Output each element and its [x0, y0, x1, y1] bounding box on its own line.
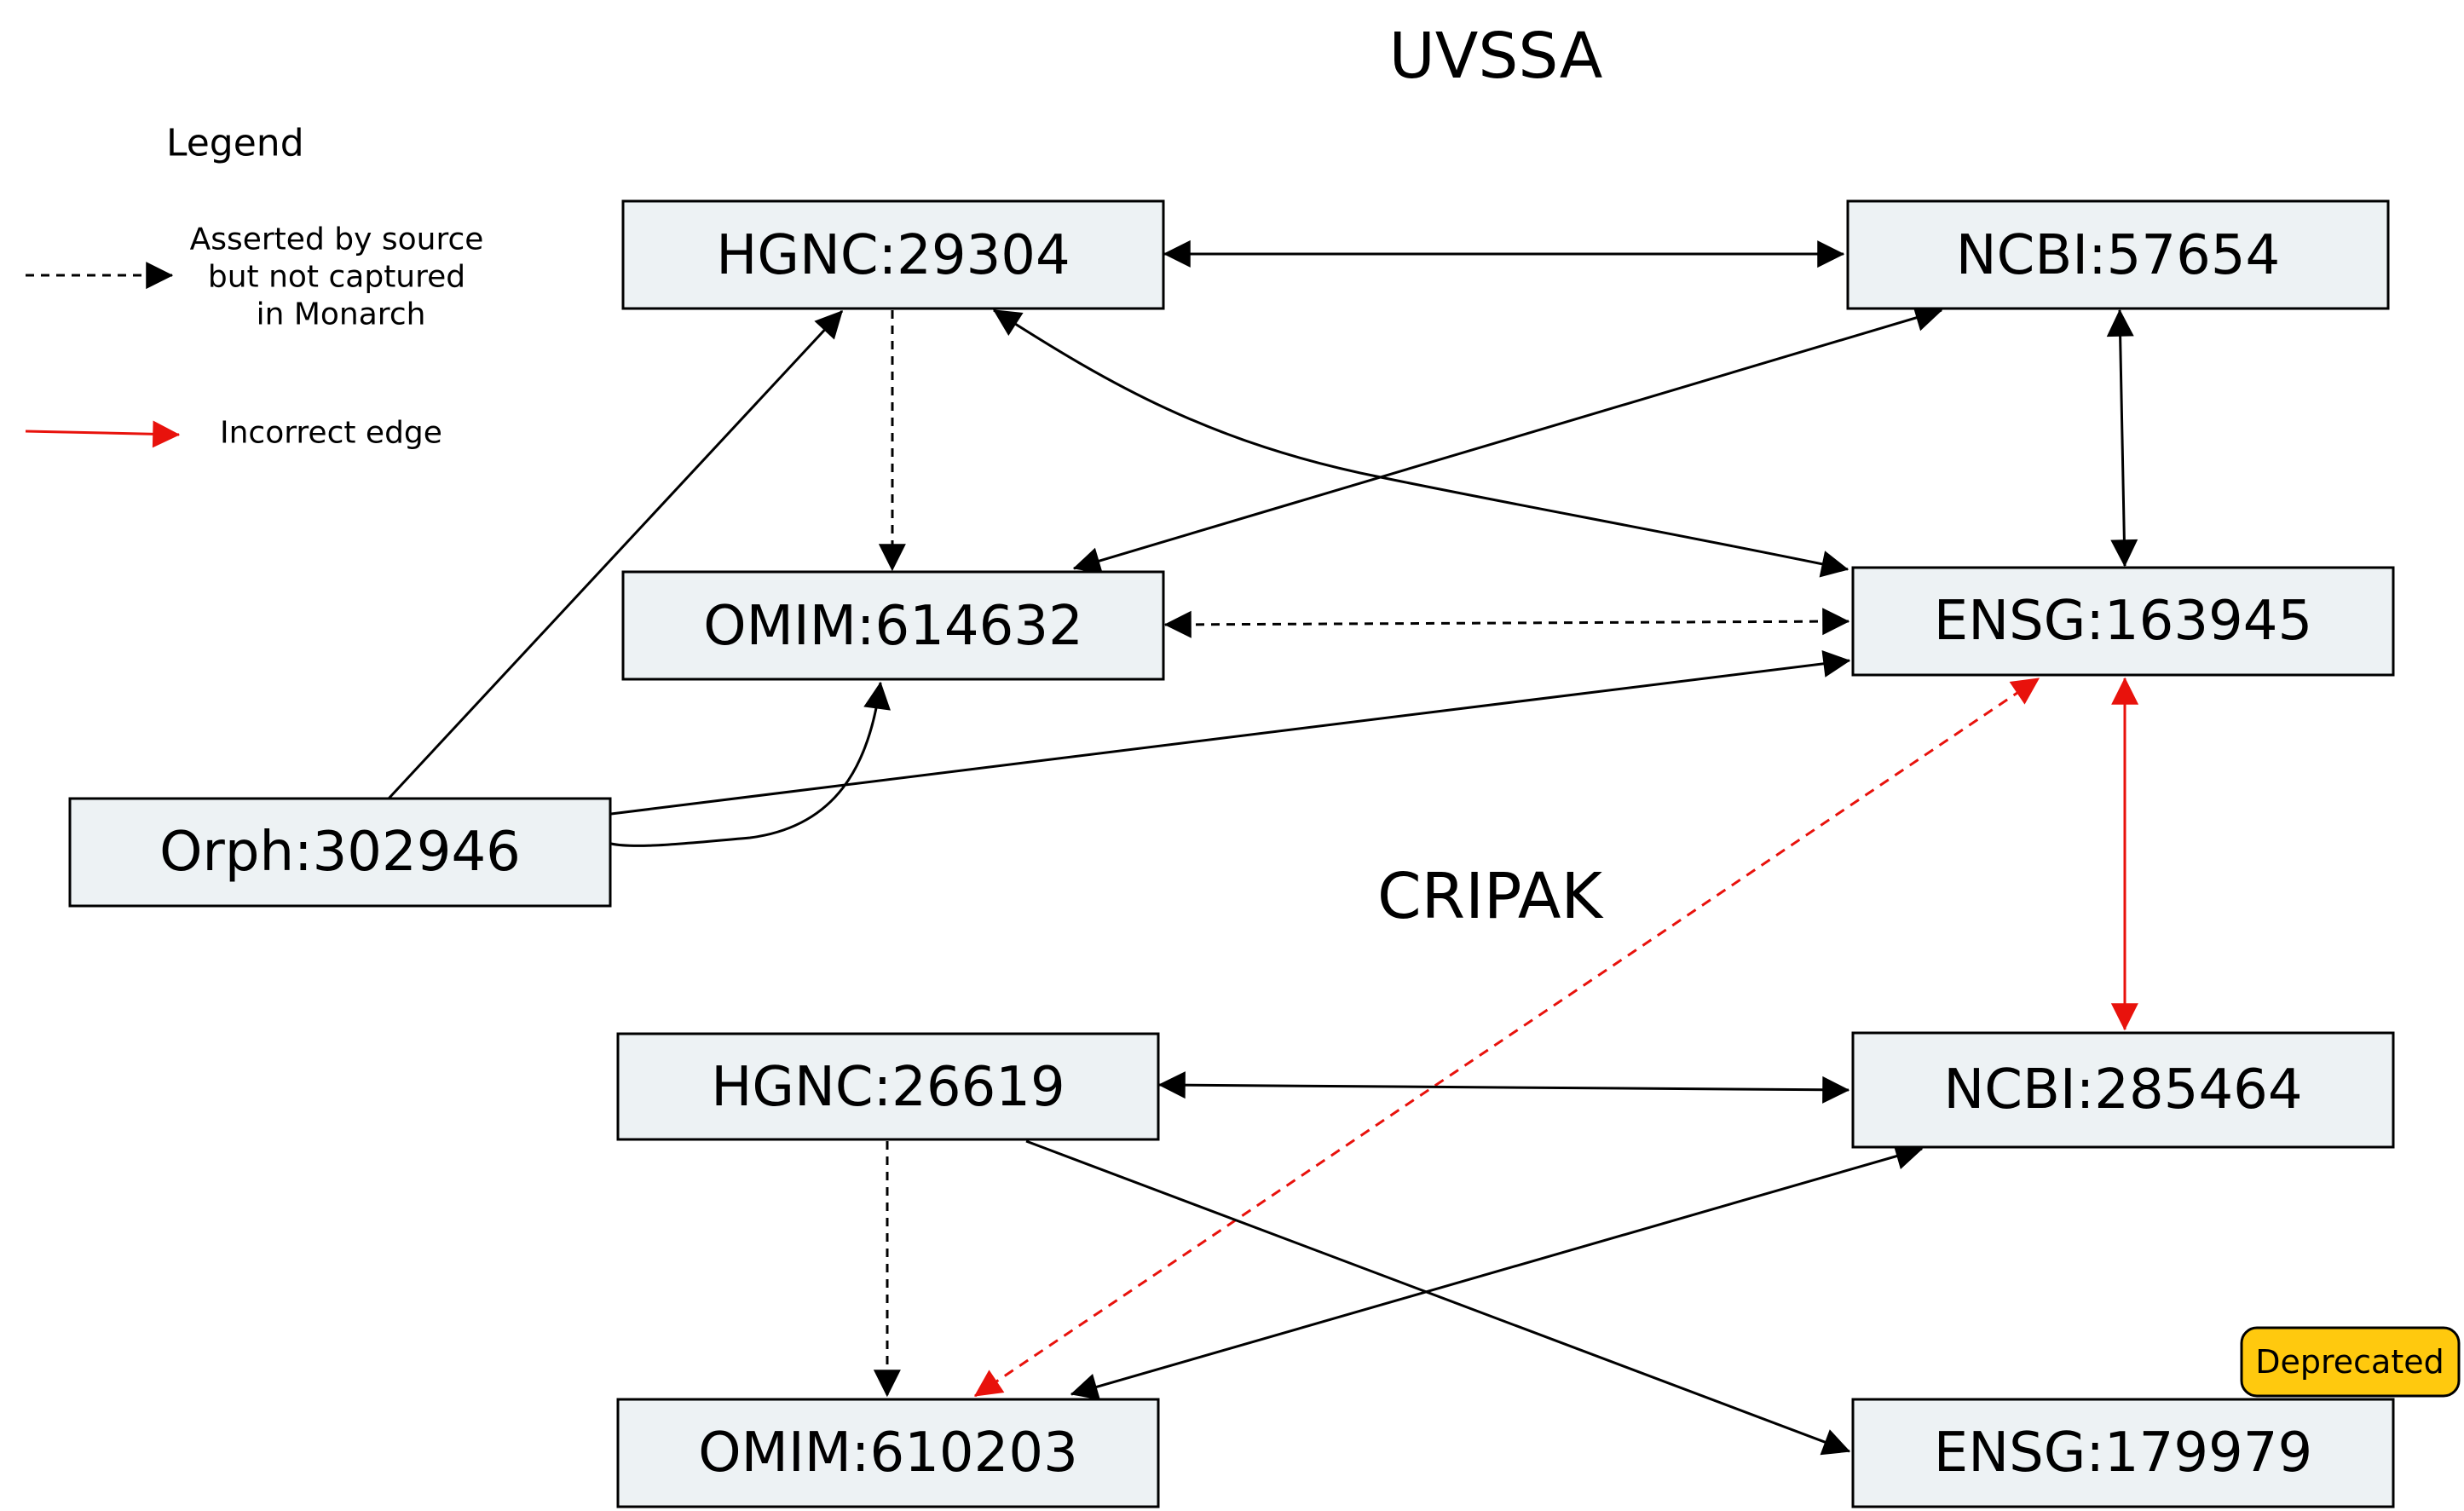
edge-hgnc29304-ensg163945 [993, 309, 1849, 578]
cripak-title: CRIPAK [1377, 860, 1604, 933]
legend: Legend Asserted by source but not captur… [25, 122, 484, 451]
node-orph-302946: Orph:302946 [68, 797, 612, 908]
edge-orph302946-hgnc29304 [387, 309, 844, 800]
node-omim-614632-label: OMIM:614632 [703, 595, 1083, 658]
deprecated-badge: Deprecated [2240, 1326, 2461, 1398]
edge-orph302946-omim614632 [610, 681, 891, 847]
edge-omim614632-ensg163945 [1163, 608, 1850, 638]
node-orph-302946-label: Orph:302946 [159, 821, 521, 884]
node-ensg-179979-label: ENSG:179979 [1934, 1422, 2312, 1485]
edge-orph302946-ensg163945 [610, 650, 1851, 816]
deprecated-badge-label: Deprecated [2255, 1343, 2444, 1381]
legend-dashed-label-line1: Asserted by source [190, 222, 484, 257]
node-omim-610203: OMIM:610203 [616, 1398, 1160, 1508]
edge-hgnc26619-ensg179979 [1025, 1139, 1851, 1456]
legend-title: Legend [166, 122, 304, 165]
node-hgnc-29304: HGNC:29304 [621, 199, 1165, 310]
legend-dashed-label-line3: in Monarch [257, 297, 426, 332]
node-ncbi-57654: NCBI:57654 [1846, 199, 2390, 310]
node-hgnc-29304-label: HGNC:29304 [716, 224, 1070, 287]
node-ensg-163945: ENSG:163945 [1851, 566, 2395, 677]
node-omim-614632: OMIM:614632 [621, 570, 1165, 681]
legend-red-arrow [25, 420, 181, 448]
node-omim-610203-label: OMIM:610203 [698, 1422, 1078, 1485]
edge-hgnc26619-ncbi285464 [1157, 1071, 1850, 1104]
edge-omim610203-ncbi285464 [1070, 1143, 1924, 1400]
node-ensg-163945-label: ENSG:163945 [1934, 590, 2312, 653]
uvssa-title: UVSSA [1389, 20, 1603, 93]
edges [387, 239, 2139, 1456]
edge-ncbi57654-ensg163945 [2106, 309, 2138, 568]
node-ncbi-285464-label: NCBI:285464 [1943, 1058, 2302, 1122]
node-ensg-179979: ENSG:179979 [1851, 1398, 2395, 1508]
legend-dashed-label-line2: but not captured [208, 260, 465, 295]
node-hgnc-26619: HGNC:26619 [616, 1032, 1160, 1141]
node-ncbi-57654-label: NCBI:57654 [1956, 224, 2281, 287]
node-ncbi-285464: NCBI:285464 [1851, 1031, 2395, 1149]
legend-red-label: Incorrect edge [220, 416, 442, 451]
node-hgnc-26619-label: HGNC:26619 [711, 1056, 1065, 1119]
edge-omim614632-ncbi57654 [1072, 304, 1943, 574]
